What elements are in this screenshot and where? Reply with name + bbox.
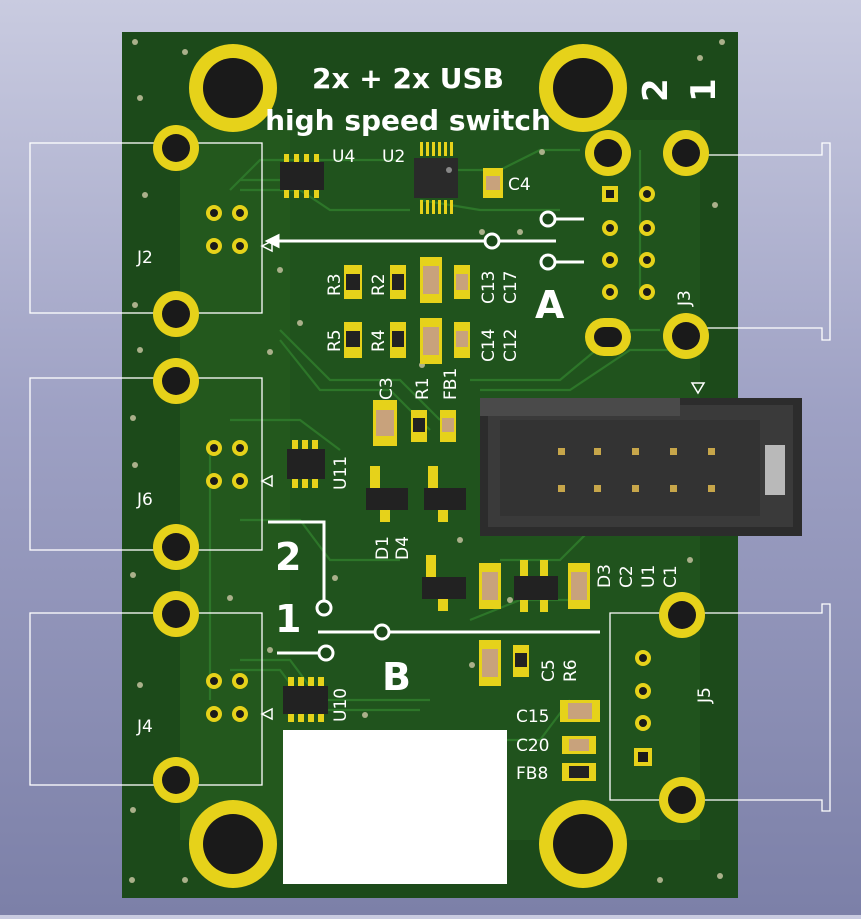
ic-u10 [283,677,328,722]
ref-d3: D3 [595,564,615,588]
ref-c1: C1 [661,565,681,588]
ref-c4: C4 [508,175,531,195]
ref-c13: C13 [479,270,499,304]
ref-c12: C12 [501,328,521,362]
ic-u2 [414,142,458,214]
usb-signal-pads-left [206,205,248,722]
switch-group-a: A [535,283,565,327]
copper-fill [180,120,700,840]
board-title-line1: 2x + 2x USB [312,62,504,95]
usb-shield-pads-left [153,125,199,803]
ref-u10: U10 [331,688,351,722]
ref-r1: R1 [413,377,433,400]
ref-c5: C5 [539,659,559,682]
switch-pos-2: 2 [275,535,301,579]
ref-r5: R5 [325,329,345,352]
ref-c20: C20 [516,736,550,756]
switch-group-b: B [382,655,411,699]
ref-fb8: FB8 [516,764,548,784]
ref-c3: C3 [377,377,397,400]
ref-r4: R4 [369,329,389,352]
ref-fb1: FB1 [441,368,461,400]
switch-pos-1: 1 [275,597,301,641]
sot23-parts [366,466,558,612]
ref-d1: D1 [373,536,393,560]
ic-u11 [287,440,325,488]
ref-u2: U2 [382,147,405,167]
ref-c17: C17 [501,270,521,304]
box-header-10pin [480,382,802,536]
ref-u4: U4 [332,147,355,167]
passives [344,168,600,781]
port-label-1: 1 [684,78,724,102]
ref-u1: U1 [639,565,659,588]
ref-j6: J6 [136,490,153,510]
ref-c14: C14 [479,328,499,362]
ref-r2: R2 [369,273,389,296]
mounting-holes [189,44,627,888]
switch-symbol-a [264,210,584,271]
ref-c2: C2 [617,565,637,588]
ref-u11: U11 [331,456,351,490]
usb-pads-j3 [585,130,709,359]
ref-j5: J5 [695,687,715,704]
pin1-markers [260,239,273,721]
blank-label-area [283,730,507,884]
ref-d4: D4 [393,536,413,560]
ref-j3: J3 [675,290,695,307]
ref-j2: J2 [136,248,153,268]
board-title-line2: high speed switch [265,104,551,137]
ref-r3: R3 [325,273,345,296]
ref-c15: C15 [516,707,550,727]
usb-pads-j5 [634,592,705,823]
ic-u4 [280,154,324,198]
connector-outlines [29,142,831,812]
port-label-2: 2 [636,78,676,102]
switch-symbol-b [268,520,600,662]
ref-r6: R6 [561,659,581,682]
ref-j4: J4 [136,717,153,737]
